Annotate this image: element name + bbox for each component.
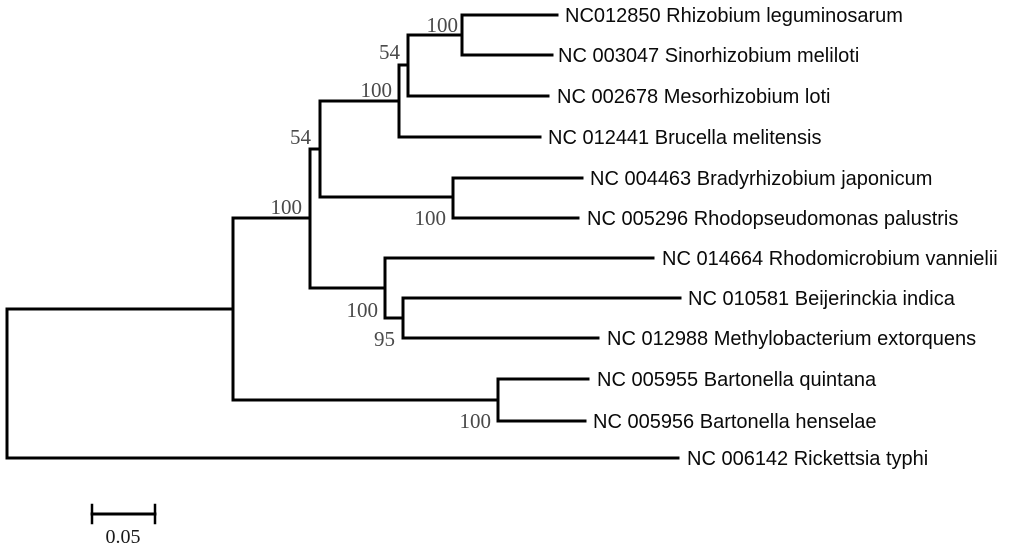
bootstrap-value-1: 54 [379,40,401,64]
bootstrap-value-3: 54 [290,125,312,149]
taxon-label-5: NC 005296 Rhodopseudomonas palustris [587,208,958,230]
taxon-label-11: NC 006142 Rickettsia typhi [687,448,928,470]
bootstrap-value-5: 100 [415,206,447,230]
bootstrap-support-labels: 100 54 100 54 100 100 100 95 100 [271,13,492,433]
scale-bar-label: 0.05 [106,526,141,548]
taxon-label-9: NC 005955 Bartonella quintana [597,369,877,391]
bootstrap-value-6: 100 [347,298,379,322]
scale-bar: 0.05 [90,503,157,548]
taxon-label-0: NC012850 Rhizobium leguminosarum [565,5,903,27]
taxon-labels: NC012850 Rhizobium leguminosarum NC 00304… [548,5,998,470]
tree-branches [5,13,682,460]
taxon-label-4: NC 004463 Bradyrhizobium japonicum [590,168,932,190]
bootstrap-value-4: 100 [271,195,303,219]
taxon-label-7: NC 010581 Beijerinckia indica [688,288,956,310]
taxon-label-10: NC 005956 Bartonella henselae [593,411,877,433]
taxon-label-1: NC 003047 Sinorhizobium meliloti [558,45,859,67]
taxon-label-8: NC 012988 Methylobacterium extorquens [607,328,976,350]
taxon-label-2: NC 002678 Mesorhizobium loti [557,86,830,108]
taxon-label-3: NC 012441 Brucella melitensis [548,127,821,149]
bootstrap-value-2: 100 [361,78,393,102]
bootstrap-value-0: 100 [427,13,459,37]
bootstrap-value-7: 95 [374,327,395,351]
taxon-label-6: NC 014664 Rhodomicrobium vannielii [662,248,998,270]
bootstrap-value-8: 100 [460,409,492,433]
